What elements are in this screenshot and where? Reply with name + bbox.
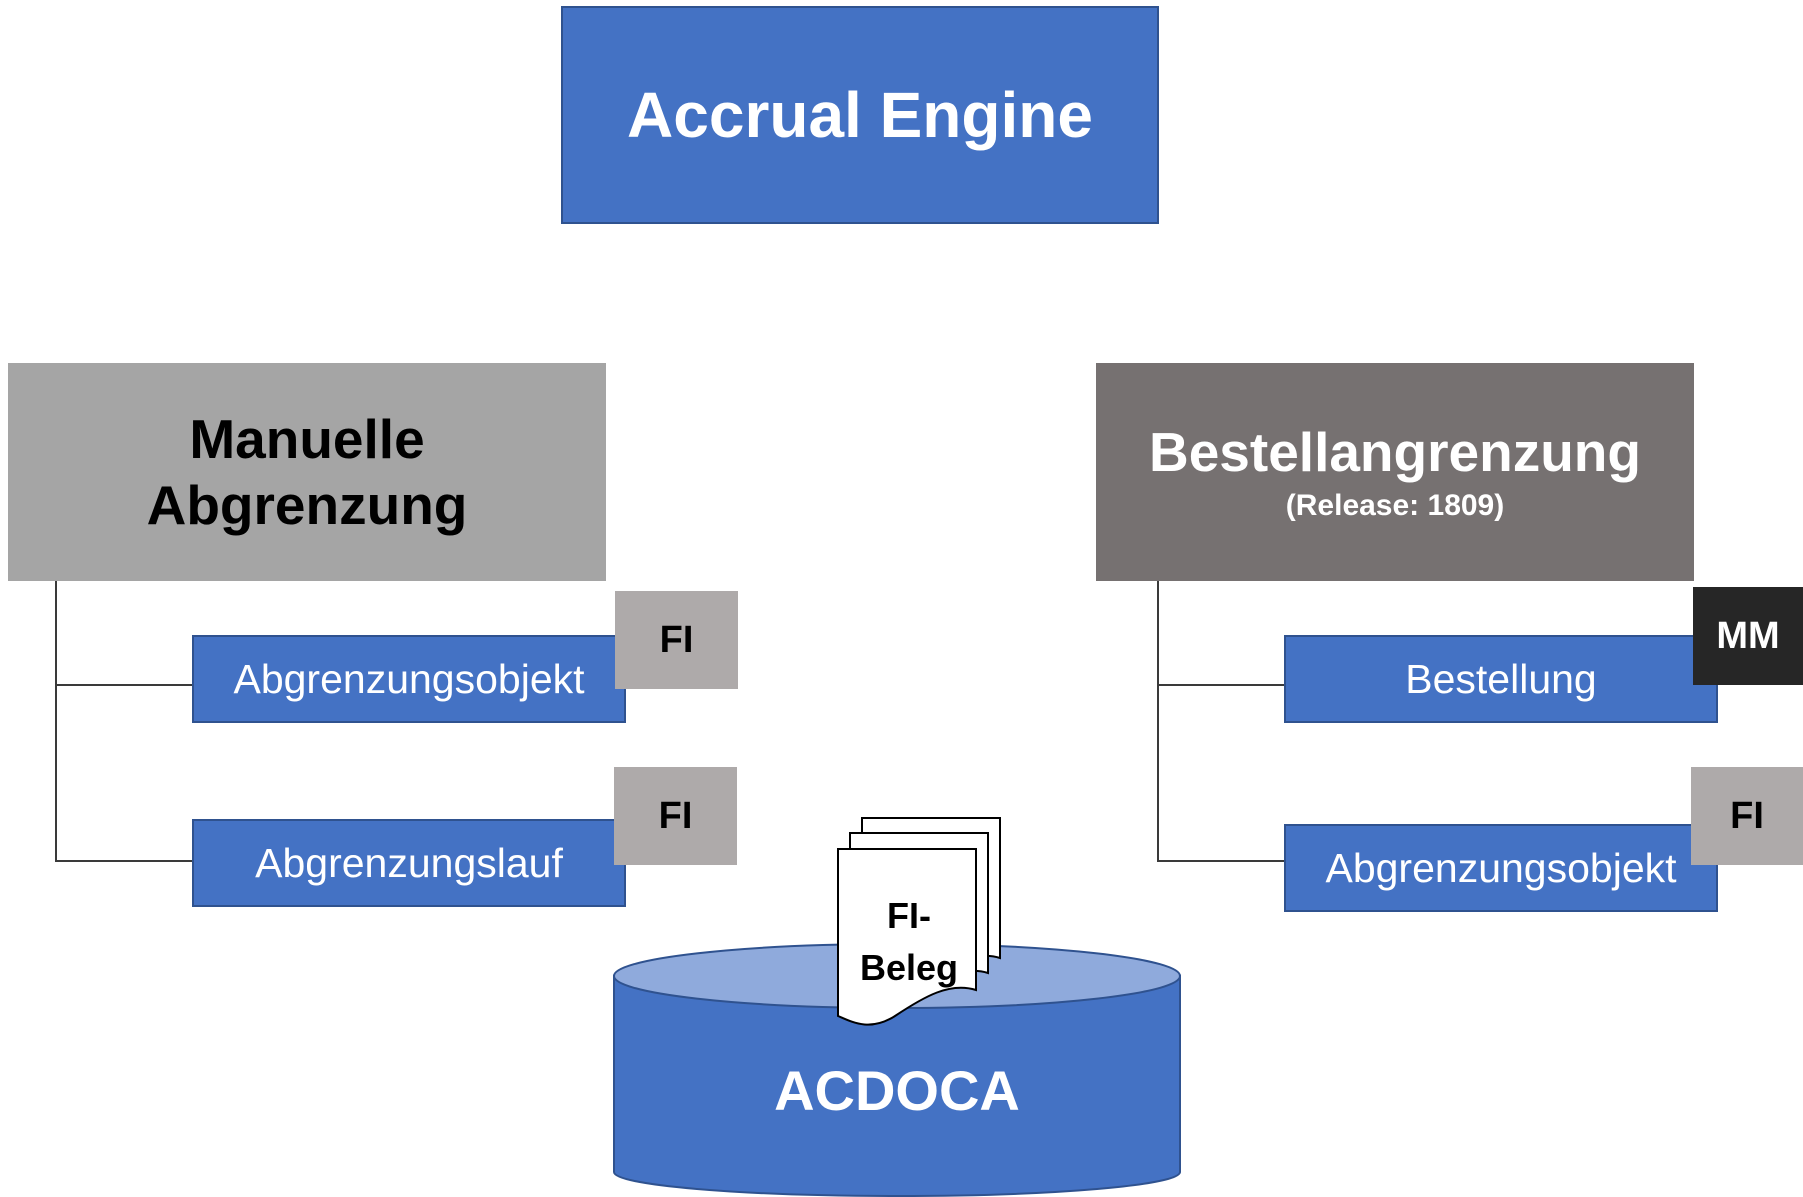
- fi-tag-label: FI: [658, 794, 693, 837]
- accrual-engine-title: Accrual Engine: [627, 79, 1093, 151]
- purchase-order-accrual-title: Bestellangrenzung: [1148, 421, 1642, 484]
- manual-accrual-title-line1: Manuelle: [189, 408, 425, 470]
- manual-accrual-title-line2: Abgrenzung: [146, 474, 468, 536]
- manual-accrual-header: Manuelle Abgrenzung: [8, 363, 606, 581]
- mm-tag-label: MM: [1716, 614, 1780, 657]
- fi-document-label: FI- Beleg: [840, 890, 978, 994]
- manual-item-accrual-object: Abgrenzungsobjekt: [192, 635, 626, 723]
- manual-item-accrual-object-label: Abgrenzungsobjekt: [233, 655, 585, 702]
- mm-tag: MM: [1693, 587, 1803, 685]
- order-connector-vertical: [1157, 581, 1159, 862]
- fi-document-label-line1: FI-: [887, 895, 931, 936]
- manual-connector-branch-2: [55, 860, 193, 862]
- order-item-purchase-order: Bestellung: [1284, 635, 1718, 723]
- accrual-engine-box: Accrual Engine: [561, 6, 1159, 224]
- order-connector-branch-1: [1157, 684, 1285, 686]
- fi-document-label-line2: Beleg: [859, 947, 959, 989]
- order-connector-branch-2: [1157, 860, 1285, 862]
- document-stack-icon: [837, 817, 1001, 1026]
- manual-connector-vertical: [55, 581, 57, 862]
- document-front: [837, 848, 977, 1026]
- fi-tag-label: FI: [1730, 794, 1764, 837]
- database-body: [613, 975, 1181, 1197]
- purchase-order-accrual-release: (Release: 1809): [1285, 488, 1505, 522]
- fi-tag-label: FI: [659, 618, 694, 661]
- manual-item-accrual-run: Abgrenzungslauf: [192, 819, 626, 907]
- purchase-order-accrual-header: Bestellangrenzung (Release: 1809): [1096, 363, 1694, 581]
- order-item-accrual-object: Abgrenzungsobjekt: [1284, 824, 1718, 912]
- fi-tag: FI: [1691, 767, 1803, 865]
- order-item-purchase-order-label: Bestellung: [1405, 655, 1597, 702]
- manual-connector-branch-1: [55, 684, 193, 686]
- order-item-accrual-object-label: Abgrenzungsobjekt: [1325, 844, 1677, 891]
- manual-item-accrual-run-label: Abgrenzungslauf: [255, 839, 563, 886]
- acdoca-label: ACDOCA: [774, 1058, 1020, 1122]
- fi-tag: FI: [615, 591, 738, 689]
- fi-tag: FI: [614, 767, 737, 865]
